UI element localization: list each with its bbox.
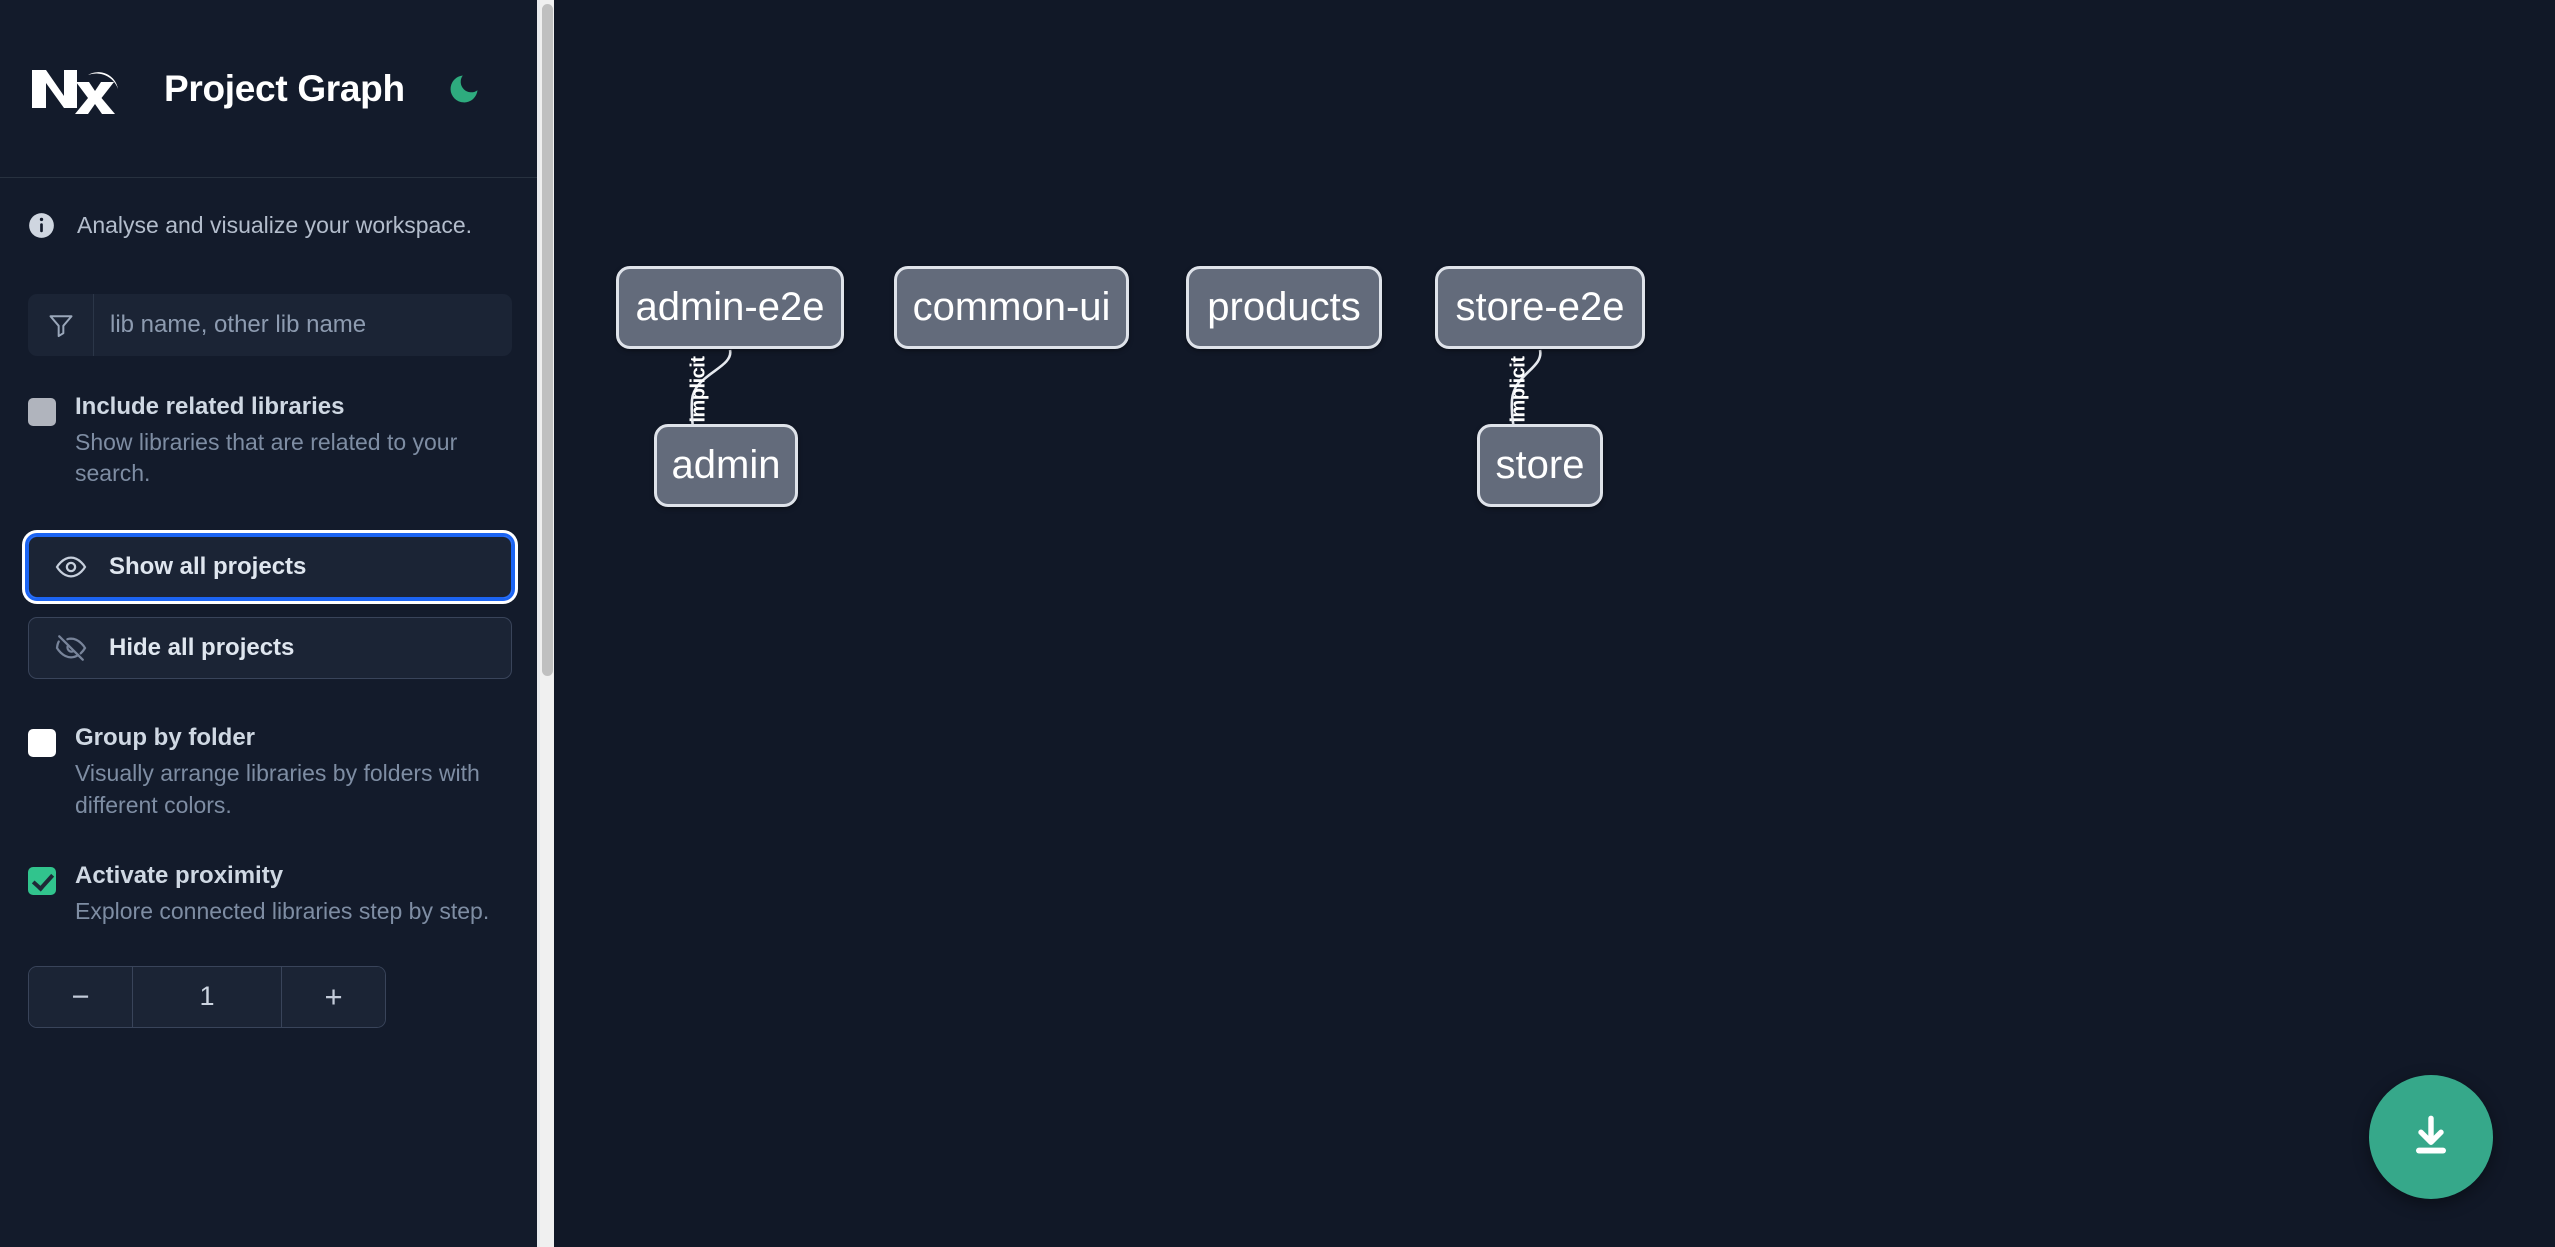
- proximity-value: 1: [132, 966, 282, 1027]
- edge-label-store: implicit: [1507, 356, 1530, 423]
- download-button[interactable]: [2369, 1075, 2493, 1199]
- page-title: Project Graph: [164, 67, 405, 109]
- sidebar: Project Graph Analyse and visualize yo: [0, 0, 554, 1247]
- sidebar-scrollbar[interactable]: [540, 0, 554, 1247]
- include-related-libraries-description: Show libraries that are related to your …: [75, 428, 458, 487]
- group-by-folder-checkbox[interactable]: [28, 729, 56, 758]
- activate-proximity-checkbox[interactable]: [28, 867, 56, 896]
- graph-edges: [690, 349, 1542, 474]
- proximity-increment-button[interactable]: +: [282, 966, 385, 1027]
- graph-node-admin-e2e[interactable]: admin-e2e: [616, 266, 844, 349]
- workspace-info: Analyse and visualize your workspace.: [0, 178, 540, 239]
- show-all-projects-button[interactable]: Show all projects: [25, 533, 515, 602]
- filter-field[interactable]: [28, 294, 512, 356]
- group-by-folder-description: Visually arrange libraries by folders wi…: [75, 759, 480, 818]
- proximity-decrement-button[interactable]: −: [29, 966, 132, 1027]
- search-input[interactable]: [94, 294, 512, 356]
- sidebar-header: Project Graph: [0, 0, 540, 178]
- workspace-info-text: Analyse and visualize your workspace.: [77, 212, 473, 238]
- hide-all-projects-button[interactable]: Hide all projects: [28, 617, 512, 680]
- show-all-projects-label: Show all projects: [109, 553, 307, 581]
- graph-node-store-e2e[interactable]: store-e2e: [1435, 266, 1645, 349]
- activate-proximity-description: Explore connected libraries step by step…: [75, 898, 490, 925]
- option-activate-proximity[interactable]: Activate proximity Explore connected lib…: [0, 861, 540, 927]
- include-related-libraries-label: Include related libraries: [75, 393, 345, 420]
- funnel-icon: [28, 294, 94, 356]
- graph-node-admin[interactable]: admin: [654, 424, 798, 507]
- moon-icon[interactable]: [441, 66, 487, 112]
- eye-slash-icon: [55, 632, 87, 664]
- graph-node-store[interactable]: store: [1477, 424, 1603, 507]
- hide-all-projects-label: Hide all projects: [109, 634, 295, 662]
- nx-logo: [28, 58, 124, 120]
- project-visibility-buttons: Show all projects Hide all projects: [25, 533, 515, 680]
- proximity-stepper: − 1 +: [28, 965, 386, 1028]
- include-related-libraries-checkbox[interactable]: [28, 398, 56, 426]
- option-group-by-folder[interactable]: Group by folder Visually arrange librari…: [0, 723, 540, 821]
- download-icon: [2406, 1111, 2456, 1164]
- sidebar-scrollbar-thumb[interactable]: [542, 4, 553, 676]
- graph-node-products[interactable]: products: [1186, 266, 1382, 349]
- option-include-related-libraries[interactable]: Include related libraries Show libraries…: [0, 392, 540, 490]
- info-icon: [28, 212, 55, 239]
- group-by-folder-label: Group by folder: [75, 724, 255, 752]
- graph-canvas[interactable]: implicit implicit admin-e2e common-ui pr…: [554, 0, 2555, 1247]
- edge-label-admin: implicit: [687, 356, 710, 423]
- graph-node-common-ui[interactable]: common-ui: [894, 266, 1129, 349]
- activate-proximity-label: Activate proximity: [75, 862, 284, 890]
- eye-icon: [55, 551, 87, 583]
- sidebar-divider: [537, 0, 540, 1247]
